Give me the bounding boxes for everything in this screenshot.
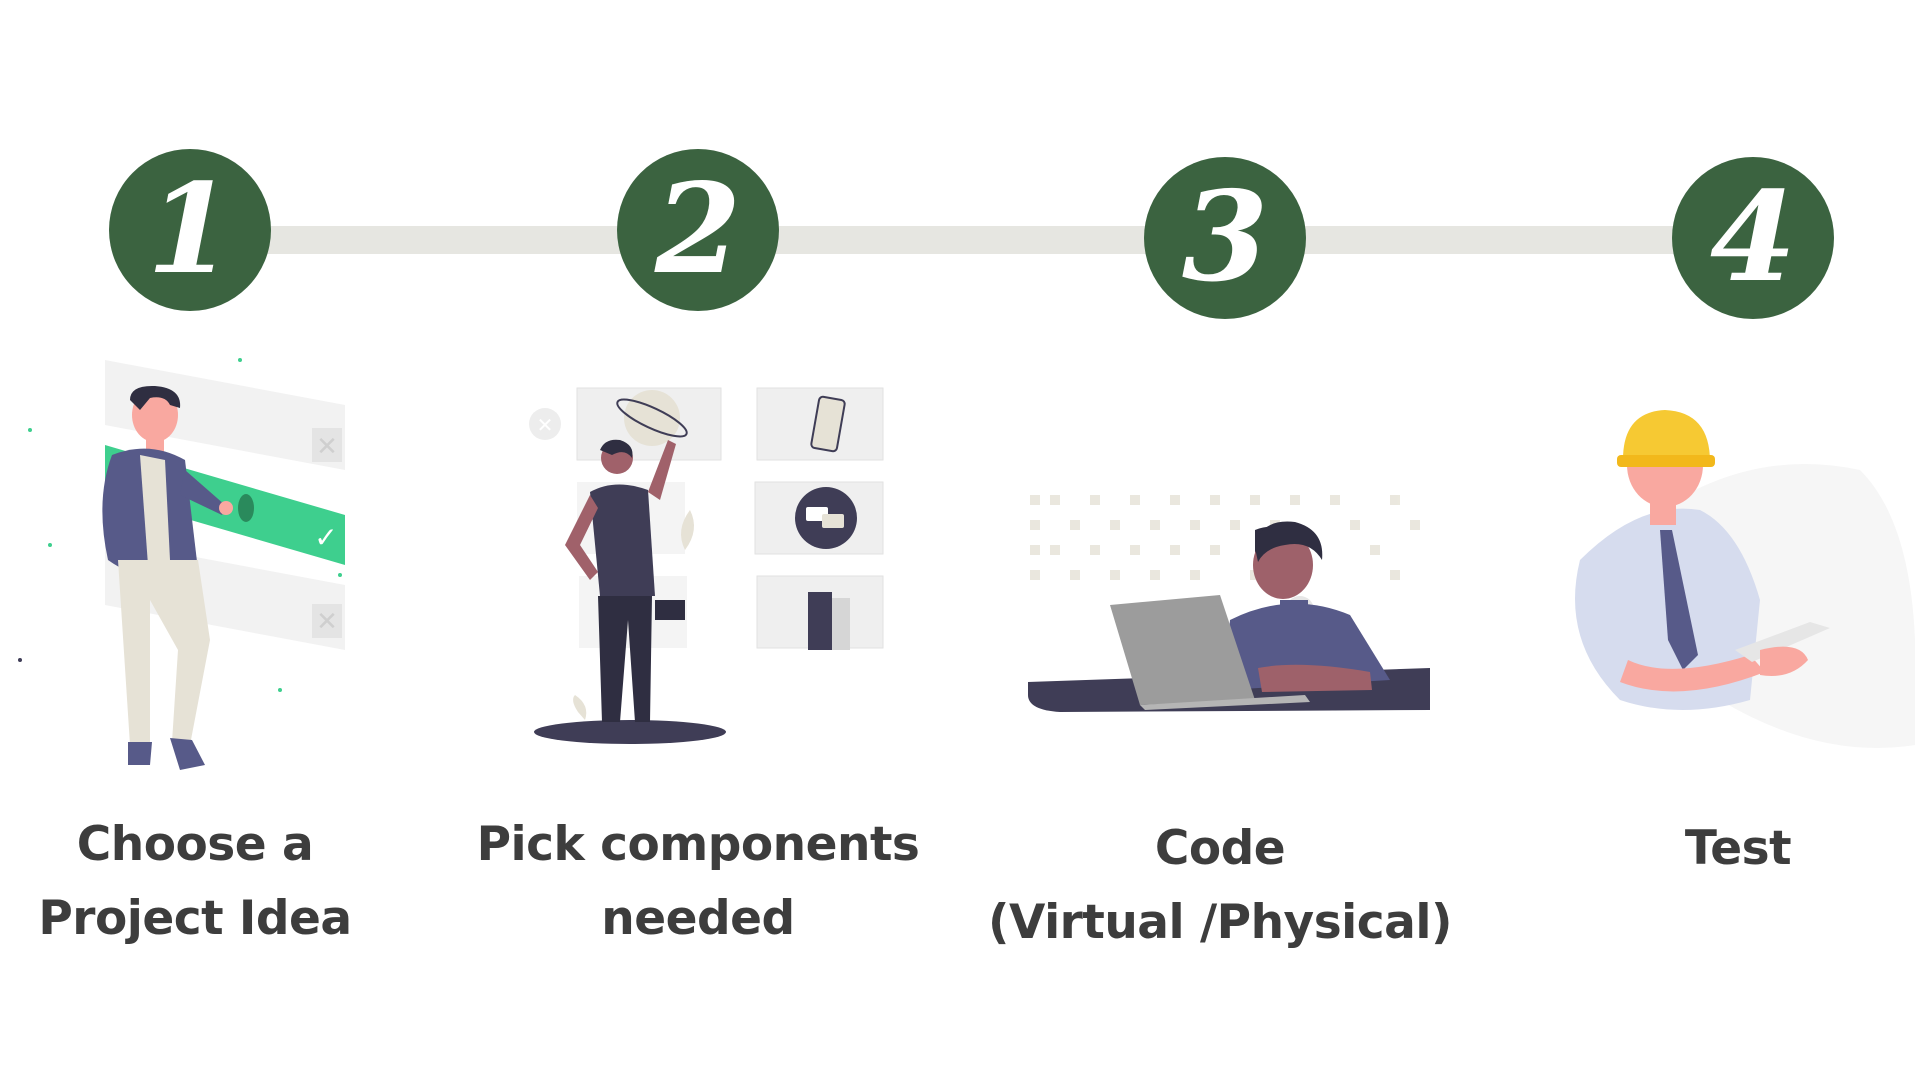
step-2-marker: 2 <box>617 149 779 311</box>
step-2-number: 2 <box>654 157 741 302</box>
step-4-marker: 4 <box>1672 157 1834 319</box>
step-3-label-line-2: (Virtual /Physical) <box>988 895 1452 950</box>
svg-text:✕: ✕ <box>316 432 338 462</box>
svg-text:✕: ✕ <box>316 607 338 637</box>
step-1-number: 1 <box>147 157 233 302</box>
svg-text:✓: ✓ <box>314 521 337 554</box>
person-choosing-checklist-illustration: ✕ ✕ ✓ <box>18 358 345 770</box>
step-4-circle <box>1672 157 1834 319</box>
step-2-label-line-1: Pick components <box>476 817 920 872</box>
person-picking-components-illustration: ✕ <box>529 387 884 744</box>
step-3-label-line-1: Code <box>1154 821 1286 876</box>
step-3-circle <box>1144 157 1306 319</box>
step-4-label: Test <box>1458 812 1920 886</box>
person-coding-laptop-illustration <box>1028 495 1430 712</box>
step-1-label: Choose a Project Idea <box>0 808 475 956</box>
step-2-label: Pick components needed <box>418 808 978 956</box>
step-1-label-line-1: Choose a <box>76 817 314 872</box>
step-3-number: 3 <box>1182 165 1268 310</box>
step-4-number: 4 <box>1710 165 1796 310</box>
step-4-label-line-1: Test <box>1684 821 1792 876</box>
step-3-marker: 3 <box>1144 157 1306 319</box>
step-3-label: Code (Virtual /Physical) <box>940 812 1500 960</box>
step-1-circle <box>109 149 271 311</box>
timeline-connector <box>190 226 1760 254</box>
step-1-marker: 1 <box>109 149 271 311</box>
step-2-circle <box>617 149 779 311</box>
step-1-label-line-2: Project Idea <box>38 891 352 946</box>
engineer-testing-tablet-illustration <box>1575 410 1915 748</box>
svg-text:✕: ✕ <box>537 413 554 437</box>
step-2-label-line-2: needed <box>601 891 795 946</box>
